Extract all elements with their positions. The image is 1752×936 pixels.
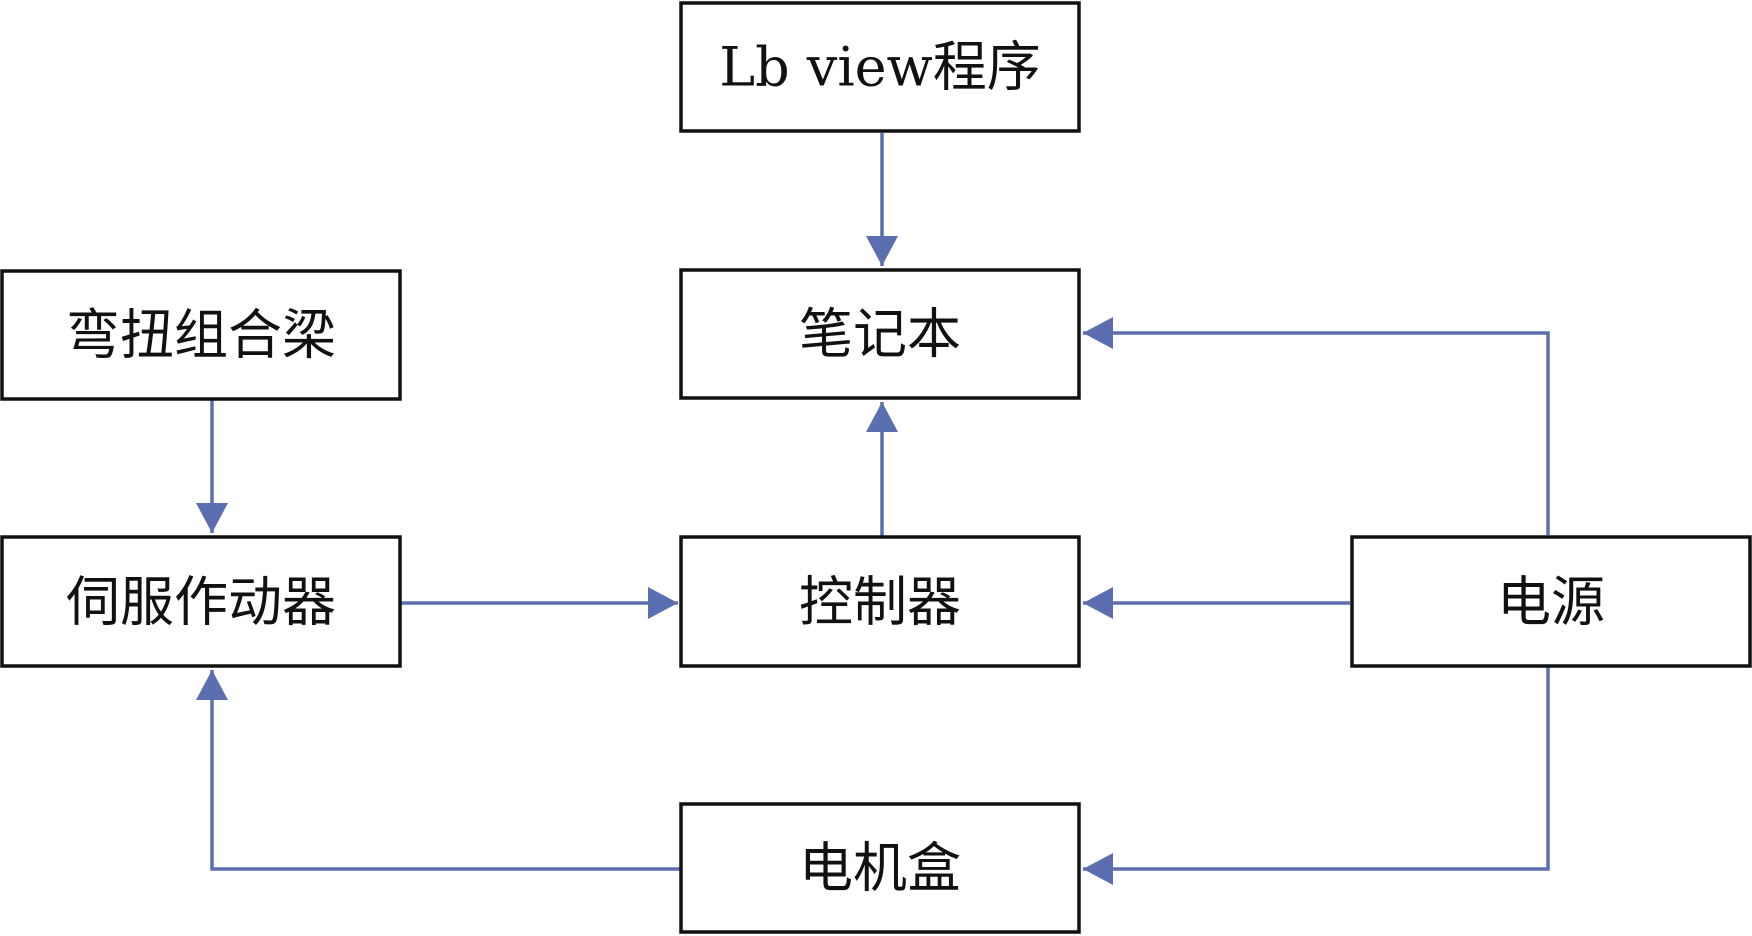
node-actuator-frame (0, 535, 402, 668)
connector-motor-box-to-actuator (196, 670, 681, 871)
connectors (196, 133, 1550, 885)
node-labview-label: Lb view程序 (719, 36, 1041, 99)
node-labview: Lb view程序 (679, 1, 1081, 133)
node-controller: 控制器 (679, 535, 1081, 668)
node-power: 电源 (1350, 535, 1752, 668)
node-controller-label: 控制器 (799, 571, 961, 634)
connector-power-to-laptop (1083, 317, 1550, 535)
node-beam: 弯扭组合梁 (0, 269, 402, 401)
node-beam-frame (0, 269, 402, 401)
node-beam-label: 弯扭组合梁 (66, 304, 336, 367)
node-motor-box-frame (679, 802, 1081, 934)
node-power-label: 电源 (1497, 571, 1605, 634)
node-laptop-label: 笔记本 (799, 303, 961, 366)
node-labview-frame (679, 1, 1081, 133)
node-laptop-frame (679, 268, 1081, 400)
connector-power-to-motor-box (1083, 667, 1550, 885)
node-controller-frame (679, 535, 1081, 668)
node-motor-box: 电机盒 (679, 802, 1081, 934)
node-actuator-label: 伺服作动器 (66, 571, 336, 634)
node-actuator: 伺服作动器 (0, 535, 402, 668)
node-laptop: 笔记本 (679, 268, 1081, 400)
node-power-frame (1350, 535, 1752, 668)
node-motor-box-label: 电机盒 (799, 837, 961, 900)
